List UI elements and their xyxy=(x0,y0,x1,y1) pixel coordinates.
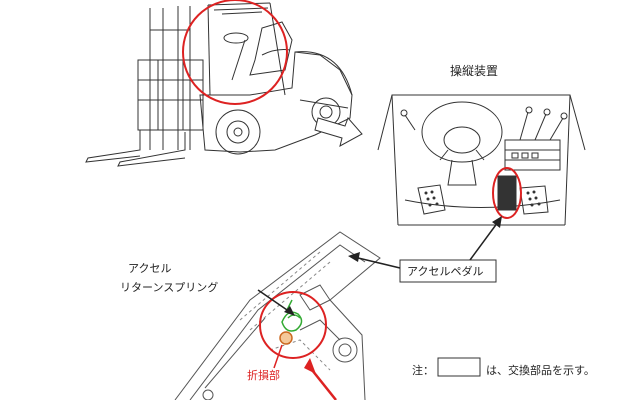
accel-return-spring-label-line2: リターンスプリング xyxy=(120,281,219,294)
zoom-arrow xyxy=(314,117,363,147)
leader-box-to-mechanism xyxy=(353,256,401,269)
accel-return-spring-label-line1: アクセル xyxy=(128,262,172,275)
pedal-dots xyxy=(424,190,541,207)
note-prefix: 注： xyxy=(412,364,434,377)
accel-pedal-label-box xyxy=(399,259,497,283)
spring-highlight-circle xyxy=(259,291,327,359)
controls-title: 操縦装置 xyxy=(450,64,499,78)
red-arrow-head xyxy=(304,358,316,374)
pedal-mechanism-illustration xyxy=(174,231,381,400)
leader-spring-arrowhead xyxy=(284,306,295,316)
broken-part-label: 折損部 xyxy=(247,369,280,382)
return-spring-green xyxy=(281,299,303,332)
red-arrow-shaft xyxy=(311,369,337,400)
leader-spring-label xyxy=(257,289,291,313)
broken-part-marker xyxy=(279,331,293,345)
control-panel-illustration xyxy=(377,94,586,226)
note-suffix: は、交換部品を示す。 xyxy=(486,364,595,377)
pedal-highlight-ellipse xyxy=(492,167,522,219)
leader-pedal-to-box xyxy=(469,221,499,261)
leader-mechanism-arrowhead xyxy=(348,252,360,262)
accel-pedal-label: アクセルペダル xyxy=(407,265,484,278)
cabin-highlight-circle xyxy=(182,0,288,105)
broken-part-leader xyxy=(273,344,283,369)
mechanism-dashes xyxy=(239,251,331,371)
note-legend-box xyxy=(437,357,481,377)
leader-pedal-arrowhead xyxy=(492,216,502,228)
forklift-illustration xyxy=(85,2,353,167)
